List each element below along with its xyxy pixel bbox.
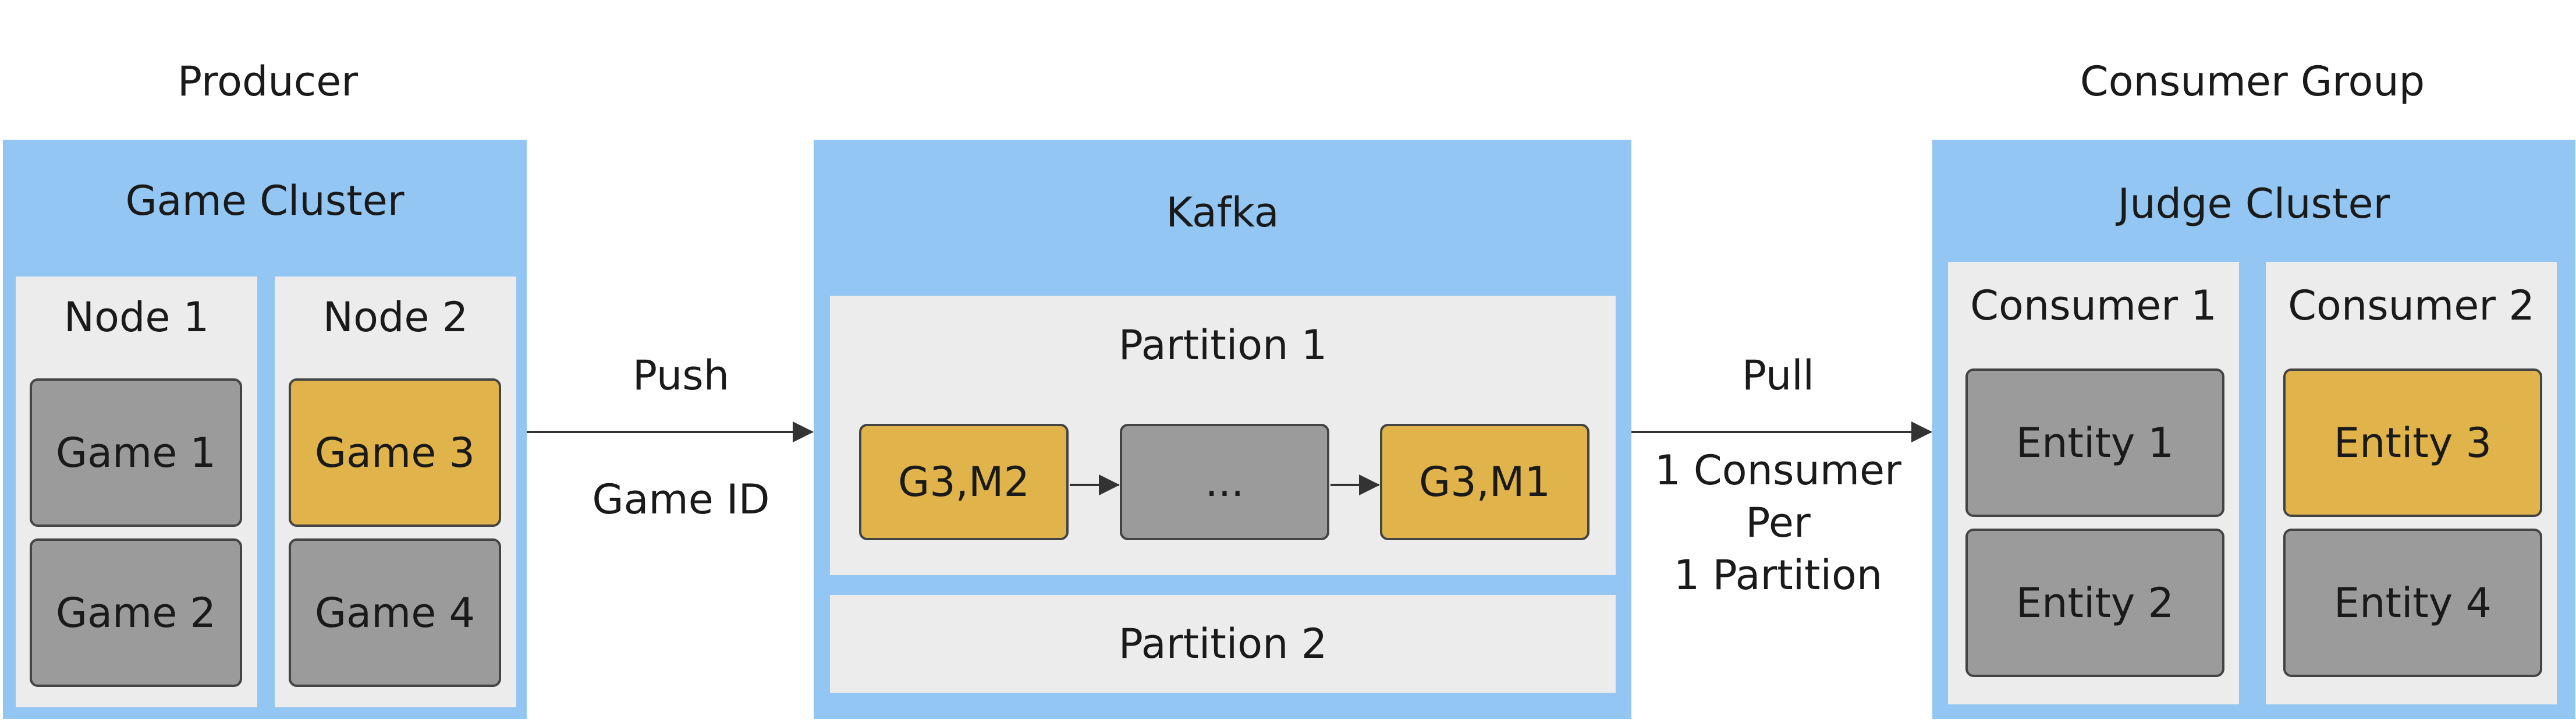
judge-cluster-panel: Judge Cluster Consumer 1 Entity 1 Entity… xyxy=(1932,140,2575,719)
entity-box-highlighted: Entity 3 xyxy=(2283,368,2542,517)
partition-title: Partition 1 xyxy=(1118,321,1328,369)
consumer-per-partition-line-1: 1 Consumer xyxy=(1655,446,1901,494)
producer-heading: Producer xyxy=(177,58,359,105)
consumer-2: Consumer 2 Entity 3 Entity 4 xyxy=(2266,262,2557,704)
kafka-title: Kafka xyxy=(1166,189,1279,236)
game-id-label: Game ID xyxy=(592,476,770,523)
consumer-group-heading: Consumer Group xyxy=(2080,58,2425,105)
game-box: Game 2 xyxy=(30,538,242,687)
game-cluster-panel: Game Cluster Node 1 Game 1 Game 2 Node 2… xyxy=(3,140,527,719)
consumer-1: Consumer 1 Entity 1 Entity 2 xyxy=(1948,262,2239,704)
entity-box: Entity 4 xyxy=(2283,529,2542,677)
message-box-highlighted: G3,M2 xyxy=(859,424,1069,540)
push-label: Push xyxy=(632,352,730,399)
game-box: Game 1 xyxy=(30,378,242,527)
judge-cluster-title: Judge Cluster xyxy=(2117,180,2390,228)
game-cluster-title: Game Cluster xyxy=(125,177,405,225)
entity-box: Entity 1 xyxy=(1965,368,2224,517)
node-title: Node 1 xyxy=(63,293,210,341)
node-title: Node 2 xyxy=(322,293,469,341)
game-box: Game 4 xyxy=(289,538,501,687)
message-box: ... xyxy=(1120,424,1329,540)
partition-2: Partition 2 xyxy=(830,595,1616,693)
pull-label: Pull xyxy=(1741,352,1815,399)
message-box-highlighted: G3,M1 xyxy=(1380,424,1589,540)
partition-1: Partition 1 G3,M2 ... G3,M1 xyxy=(830,296,1616,575)
consumer-per-partition-line-2: Per xyxy=(1745,498,1811,547)
game-box-highlighted: Game 3 xyxy=(289,378,501,527)
consumer-per-partition-line-3: 1 Partition xyxy=(1673,551,1883,599)
kafka-panel: Kafka Partition 1 G3,M2 ... G3,M1 Partit… xyxy=(814,140,1631,719)
node-1: Node 1 Game 1 Game 2 xyxy=(16,277,257,707)
consumer-title: Consumer 2 xyxy=(2288,282,2535,329)
partition-title: Partition 2 xyxy=(1118,620,1328,668)
consumer-title: Consumer 1 xyxy=(1970,282,2217,329)
node-2: Node 2 Game 3 Game 4 xyxy=(275,277,516,707)
entity-box: Entity 2 xyxy=(1965,529,2224,677)
